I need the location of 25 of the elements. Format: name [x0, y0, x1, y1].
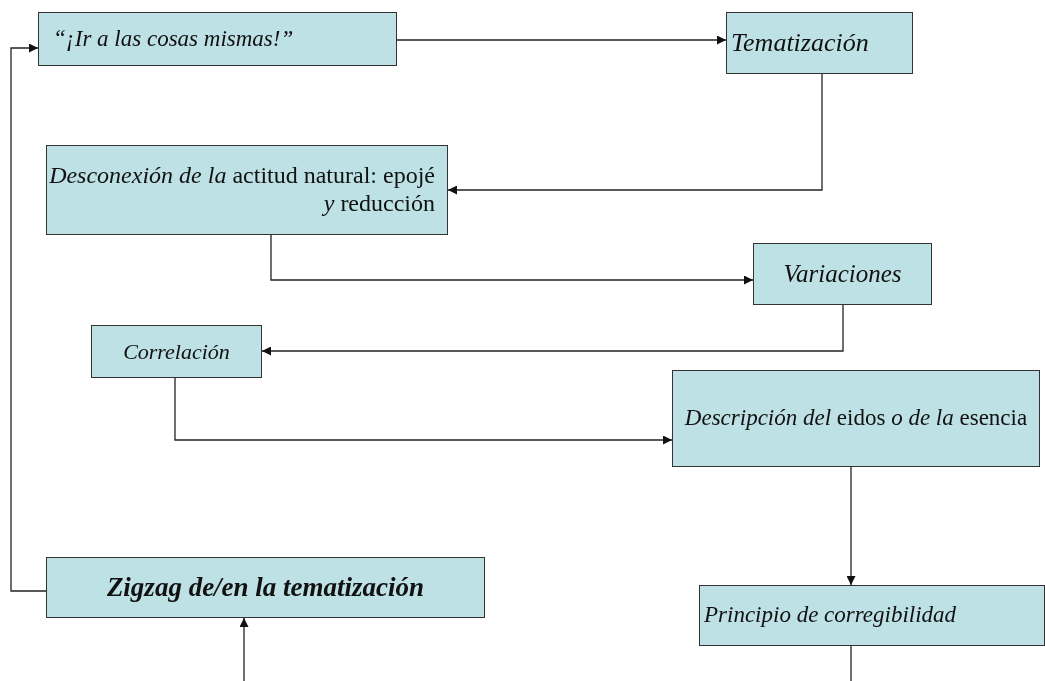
connector-line	[850, 645, 852, 681]
arrow	[239, 617, 249, 681]
process-box	[46, 557, 485, 618]
process-box	[699, 585, 1045, 646]
box-label: Variaciones	[783, 259, 902, 289]
process-box	[672, 370, 1040, 467]
arrow	[396, 35, 727, 45]
box-label: Zigzag de/en la tematización	[106, 571, 425, 603]
box-label: Descripción del eidos o de la esencia	[684, 405, 1028, 432]
box-label: “¡Ir a las cosas mismas!”	[53, 25, 294, 53]
arrow	[10, 43, 47, 592]
arrow	[270, 234, 754, 285]
process-box	[753, 243, 932, 305]
box-label: Tematización	[731, 28, 869, 58]
arrow	[261, 304, 844, 356]
arrow	[447, 73, 823, 195]
box-label: Desconexión de la actitud natural: epojé y reducción	[48, 162, 435, 218]
process-box	[38, 12, 397, 66]
arrow	[846, 466, 856, 586]
process-box	[726, 12, 913, 74]
box-label: Principio de corregibilidad	[704, 602, 957, 629]
arrow	[174, 377, 673, 445]
process-box	[46, 145, 448, 235]
process-box	[91, 325, 262, 378]
box-label: Correlación	[123, 338, 230, 365]
